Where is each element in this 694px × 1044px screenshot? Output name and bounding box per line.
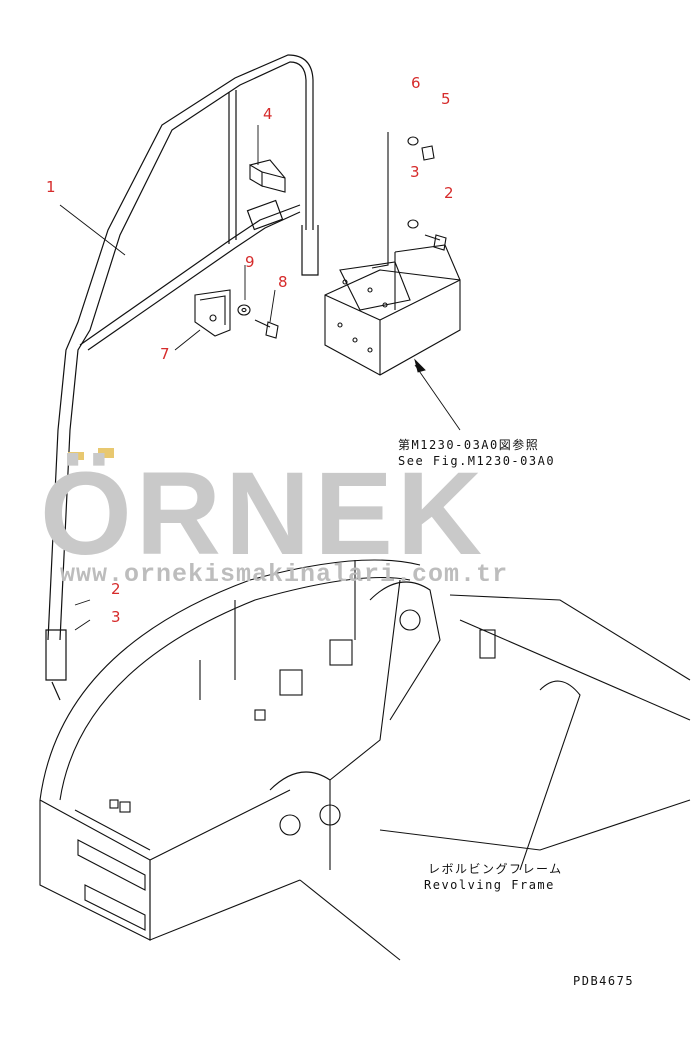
callout-4: 4: [263, 105, 273, 123]
bolt-part-8: [254, 319, 279, 339]
callout-6: 6: [411, 74, 421, 92]
callout-2-lower: 2: [111, 580, 121, 598]
washer-part-9: [237, 304, 251, 316]
bolts-5-6: [371, 132, 447, 269]
handrail: [45, 54, 319, 701]
frame-label-en: Revolving Frame: [424, 878, 555, 892]
frame-label-jp: レボルビングフレーム: [428, 862, 563, 876]
battery-box: [324, 244, 461, 376]
leader-lines: [59, 125, 461, 631]
support-part-7: [194, 289, 231, 337]
callout-3: 3: [410, 163, 420, 181]
callout-9: 9: [245, 253, 255, 271]
callout-5: 5: [441, 90, 451, 108]
callout-2: 2: [444, 184, 454, 202]
see-fig-note-en: See Fig.M1230-03A0: [398, 454, 556, 468]
callout-8: 8: [278, 273, 288, 291]
callout-1: 1: [46, 178, 56, 196]
watermark-brand: ÖRNEK: [40, 448, 487, 580]
see-fig-note-jp: 第M1230-03A0図参照: [398, 438, 540, 452]
drawing-code: PDB4675: [573, 974, 635, 988]
bracket-part-4: [249, 159, 286, 193]
watermark-url: www.ornekismakinalari.com.tr: [60, 560, 509, 589]
revolving-frame: [39, 559, 691, 961]
callout-7: 7: [160, 345, 170, 363]
callout-3-lower: 3: [111, 608, 121, 626]
watermark-dots: [68, 448, 114, 460]
